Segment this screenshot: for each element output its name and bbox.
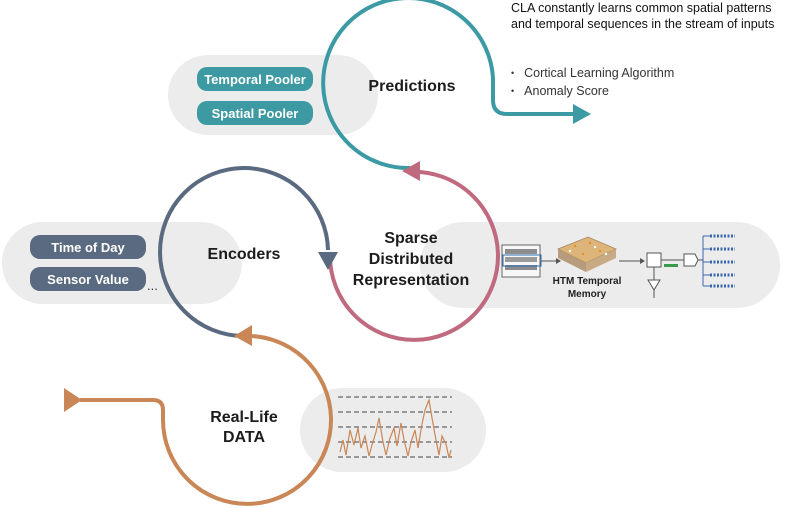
data-loop	[80, 333, 333, 506]
more-encoders-ellipsis: ...	[147, 278, 158, 293]
sdr-label-line-2: Distributed	[368, 251, 454, 268]
caption-line-2: and temporal sequences in the stream of …	[511, 17, 775, 31]
sdr-arrowhead	[402, 161, 420, 181]
htm-temporal-memory-illustration	[501, 234, 735, 298]
data-loop-arrowhead	[234, 325, 252, 346]
caption-line-1: CLA constantly learns common spatial pat…	[511, 1, 772, 15]
encoders-arrowhead	[318, 252, 338, 270]
bullet-anomaly-score: Anomaly Score	[511, 83, 674, 101]
real-life-data-label-line-2: DATA	[222, 429, 266, 446]
sensor-signal-line	[339, 397, 452, 459]
spatial-pooler-pill: Spatial Pooler	[197, 101, 313, 125]
sdr-label-line-3: Representation	[352, 272, 470, 289]
sensor-value-pill: Sensor Value	[30, 267, 146, 291]
sdr-loop	[327, 169, 500, 342]
encoders-label: Encoders	[207, 246, 281, 263]
feature-bullet-list: Cortical Learning Algorithm Anomaly Scor…	[511, 65, 674, 101]
time-of-day-pill: Time of Day	[30, 235, 146, 259]
encoders-loop	[158, 166, 330, 338]
htm-temporal-memory-label-2: Memory	[567, 289, 607, 300]
htm-temporal-memory-label-1: HTM Temporal	[552, 276, 622, 287]
bullet-cortical-learning-algorithm: Cortical Learning Algorithm	[511, 65, 674, 83]
predictions-label: Predictions	[368, 78, 456, 95]
temporal-pooler-pill: Temporal Pooler	[197, 67, 313, 91]
predictions-loop	[321, 0, 575, 171]
sensor-signal-chart	[338, 396, 452, 459]
data-entry-arrowhead	[64, 388, 82, 412]
predictions-arrowhead	[573, 104, 591, 124]
sdr-label-line-1: Sparse	[384, 230, 438, 247]
real-life-data-label-line-1: Real-Life	[210, 409, 278, 426]
